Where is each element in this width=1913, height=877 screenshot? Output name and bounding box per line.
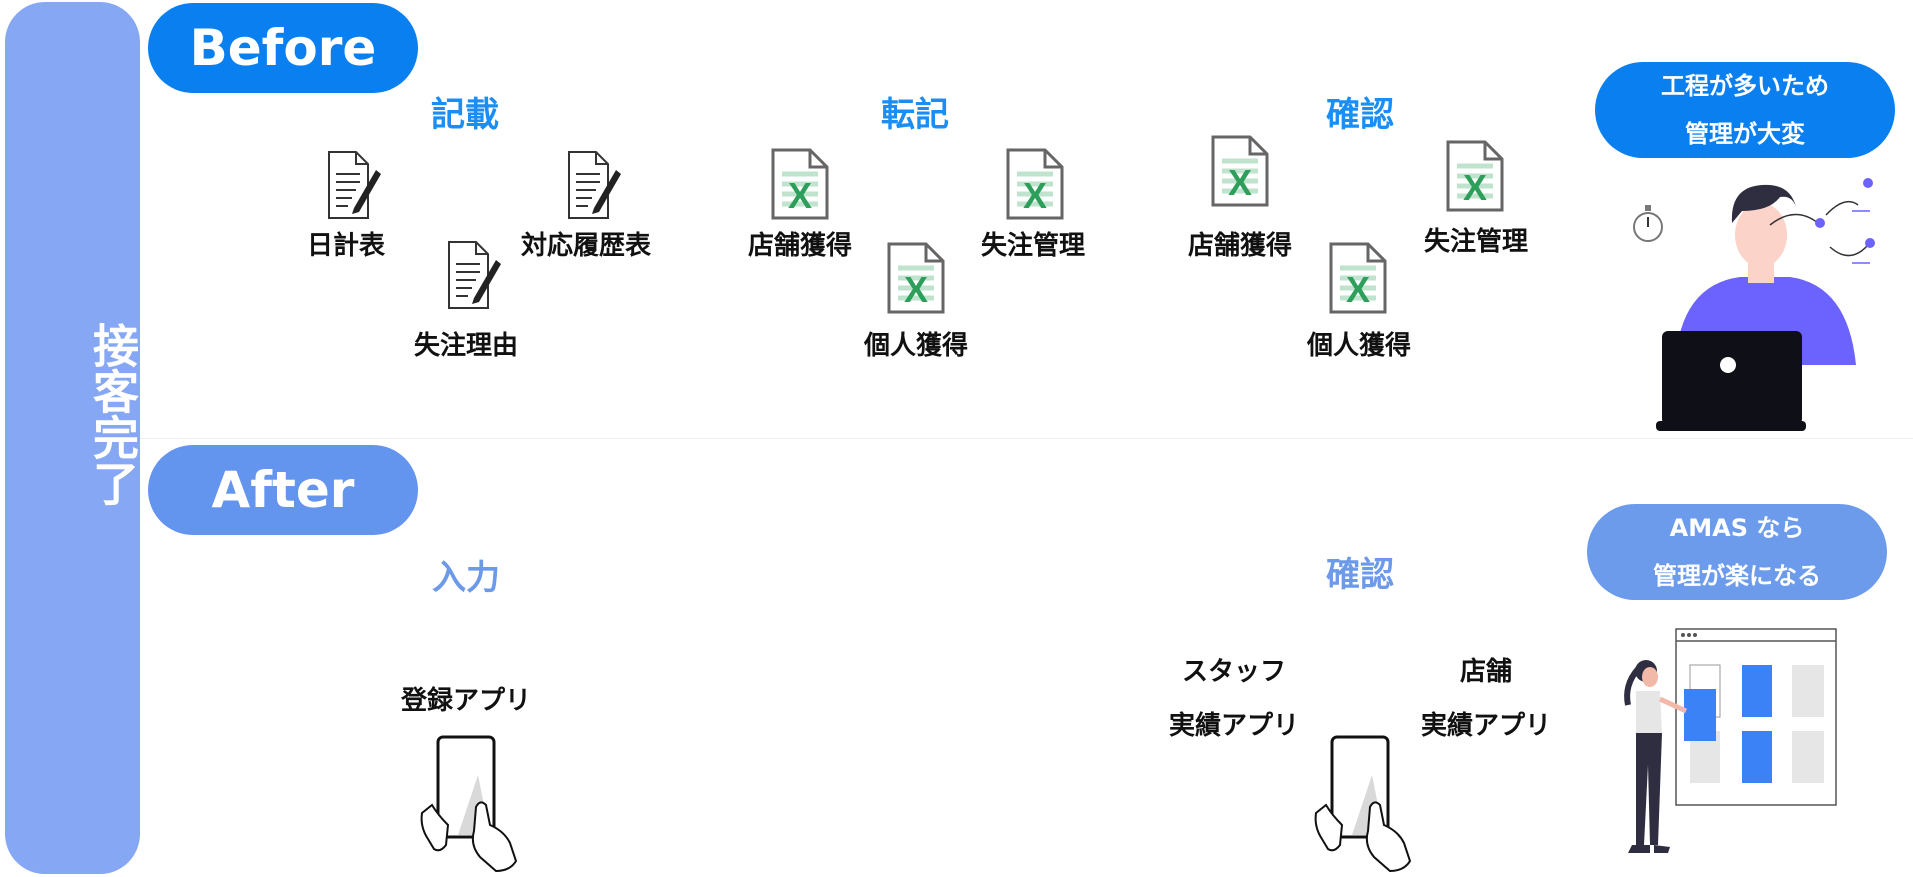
item-label: 失注管理 [980, 231, 1085, 261]
app-staff-label-line2: 実績アプリ [1168, 711, 1299, 741]
item-label: 店舗獲得 [747, 231, 852, 261]
item-label: 日計表 [306, 231, 385, 261]
bubble-line: 管理が大変 [1685, 120, 1805, 148]
document-pen-icon [568, 151, 621, 219]
step-kisai: 記載 [431, 95, 499, 135]
document-pen-icon [448, 241, 501, 309]
kanban-board-illustration [1624, 628, 1837, 853]
stopwatch-icon [1633, 205, 1663, 242]
app-staff-label-line1: スタッフ [1181, 657, 1286, 687]
step-nyuryoku: 入力 [432, 558, 500, 598]
item-label: 個人獲得 [1306, 331, 1411, 361]
bubble-line: 管理が楽になる [1653, 562, 1821, 590]
hand-tablet-icon [1314, 735, 1412, 873]
item-label: 失注理由 [413, 331, 518, 361]
item-label: 失注管理 [1423, 227, 1528, 257]
section-divider [140, 438, 1913, 439]
before-tag: Before [148, 3, 418, 93]
item-label: 店舗獲得 [1187, 231, 1292, 261]
svg-text:X: X [904, 269, 928, 310]
side-bar-label: 接客完了 [86, 322, 140, 506]
item-label: 対応履歴表 [520, 231, 651, 261]
step-kakunin-after: 確認 [1326, 555, 1394, 595]
app-store-label-line1: 店舗 [1459, 657, 1512, 687]
app-store-label-line2: 実績アプリ [1420, 711, 1551, 741]
svg-text:X: X [788, 175, 812, 216]
step-kakunin-before: 確認 [1326, 95, 1394, 135]
app-register-label: 登録アプリ [400, 686, 531, 716]
excel-file-icon: X [771, 148, 829, 220]
document-pen-icon [328, 151, 381, 219]
after-comment-bubble: AMAS なら 管理が楽になる [1587, 504, 1887, 600]
svg-text:X: X [1346, 269, 1370, 310]
after-tag: After [148, 445, 418, 535]
excel-file-icon: X [887, 242, 945, 314]
excel-file-icon: X [1329, 242, 1387, 314]
svg-text:X: X [1023, 175, 1047, 216]
person-laptop-illustration [1633, 178, 1875, 431]
hand-tablet-icon [420, 735, 518, 873]
excel-file-icon: X [1006, 148, 1064, 220]
bubble-line: AMAS なら [1669, 514, 1805, 542]
svg-text:X: X [1228, 162, 1252, 203]
bubble-line: 工程が多いため [1661, 72, 1829, 100]
excel-file-icon: X [1446, 140, 1504, 212]
step-tenki: 転記 [881, 95, 949, 135]
side-bar [5, 2, 140, 874]
before-comment-bubble: 工程が多いため 管理が大変 [1595, 62, 1895, 158]
excel-file-icon: X [1211, 135, 1269, 207]
svg-text:X: X [1463, 167, 1487, 208]
item-label: 個人獲得 [863, 331, 968, 361]
